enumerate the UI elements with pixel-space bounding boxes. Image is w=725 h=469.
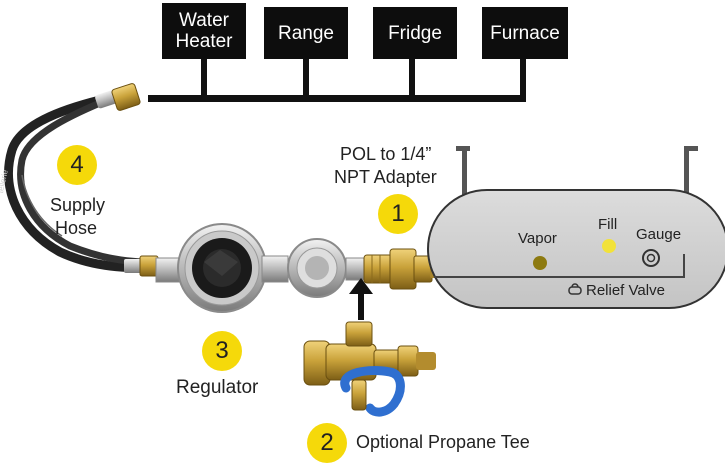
furnace-box: Furnace: [482, 7, 568, 59]
distribution-line: [148, 58, 526, 102]
tee-number-badge: 2: [307, 423, 347, 463]
fill-label: Fill: [598, 216, 618, 233]
regulator: [155, 223, 365, 313]
water-heater-box: Water Heater: [162, 3, 246, 59]
propane-tee: [303, 321, 436, 417]
fill-valve-icon: [602, 239, 616, 253]
supply-hose: [4, 83, 159, 277]
propane-tank: [427, 146, 725, 309]
gauge-label: Gauge: [636, 226, 682, 243]
pol-adapter: [363, 248, 442, 290]
adapter-label-line2: NPT Adapter: [334, 167, 437, 187]
hose-label-line1: Supply: [50, 195, 106, 215]
hose-number-badge: 4: [57, 145, 97, 185]
fridge-box: Fridge: [373, 7, 457, 59]
adapter-number-badge: 1: [378, 194, 418, 234]
range-box: Range: [264, 7, 348, 59]
up-arrow-icon: [349, 278, 373, 320]
adapter-label-line1: POL to 1/4”: [340, 144, 432, 164]
hose-label-line2: Hose: [55, 218, 98, 238]
vapor-valve-icon: [533, 256, 547, 270]
vapor-label: Vapor: [518, 230, 557, 247]
tee-label: Optional Propane Tee: [356, 432, 530, 452]
regulator-label: Regulator: [176, 377, 259, 398]
relief-valve-label: Relief Valve: [586, 282, 665, 299]
relief-valve-icon: [568, 283, 582, 295]
regulator-number-badge: 3: [202, 331, 242, 371]
gauge-icon: [642, 249, 660, 267]
